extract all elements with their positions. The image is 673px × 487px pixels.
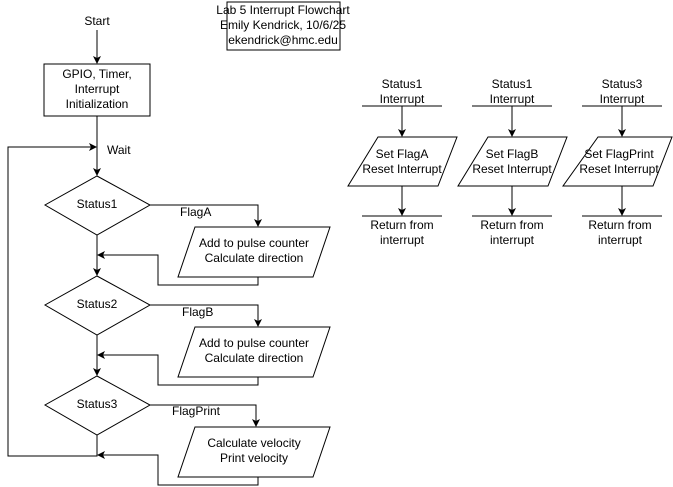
action-text: Set FlagA xyxy=(376,147,429,161)
action-text: Reset Interrupt xyxy=(362,162,442,176)
interrupt-handler-3: Status3 Interrupt Set FlagPrint Reset In… xyxy=(562,77,673,247)
arrow xyxy=(97,351,259,386)
end-text: Return from xyxy=(480,218,543,232)
end-text: Return from xyxy=(370,218,433,232)
action-text: Set FlagB xyxy=(486,147,539,161)
arrow xyxy=(97,251,259,286)
decision-status1: Status1 FlagA Add to pulse counter Calcu… xyxy=(43,175,331,286)
init-text: Interrupt xyxy=(75,82,120,96)
start-label: Start xyxy=(84,14,110,28)
decision-status3: Status3 FlagPrint Calculate velocity Pri… xyxy=(43,375,331,486)
decision-status2: Status2 FlagB Add to pulse counter Calcu… xyxy=(43,275,331,386)
action-text: Reset Interrupt xyxy=(472,162,552,176)
interrupt-handler-1: Status1 Interrupt Set FlagA Reset Interr… xyxy=(347,77,458,247)
interrupt-handler-2: Status1 Interrupt Set FlagB Reset Interr… xyxy=(457,77,568,247)
action-box xyxy=(347,136,458,187)
trigger-text: Interrupt xyxy=(380,92,425,106)
end-text: interrupt xyxy=(490,233,535,247)
author-line: Emily Kendrick, 10/6/25 xyxy=(220,18,346,32)
flag-label: FlagB xyxy=(182,305,213,319)
action-box xyxy=(562,136,673,187)
action-text: Add to pulse counter xyxy=(199,236,309,250)
action-text: Print velocity xyxy=(220,451,288,465)
action-text: Reset Interrupt xyxy=(579,162,659,176)
init-box: GPIO, Timer, Interrupt Initialization xyxy=(43,63,151,117)
action-box xyxy=(177,226,331,278)
action-text: Calculate direction xyxy=(205,351,304,365)
loop-back-arrow xyxy=(7,143,98,457)
end-text: interrupt xyxy=(598,233,643,247)
trigger-text: Interrupt xyxy=(490,92,535,106)
init-text: GPIO, Timer, xyxy=(62,67,131,81)
trigger-text: Status1 xyxy=(382,77,423,91)
flag-label: FlagPrint xyxy=(172,404,221,418)
arrow xyxy=(150,204,262,227)
arrow xyxy=(97,451,259,486)
wait-label: Wait xyxy=(107,143,131,157)
decision-label: Status2 xyxy=(77,297,118,311)
action-text: Set FlagPrint xyxy=(584,147,654,161)
action-text: Calculate velocity xyxy=(207,436,300,450)
trigger-text: Status1 xyxy=(492,77,533,91)
decision-label: Status3 xyxy=(77,397,118,411)
email-line: ekendrick@hmc.edu xyxy=(228,33,338,47)
action-text: Add to pulse counter xyxy=(199,336,309,350)
action-box xyxy=(177,426,331,478)
arrow xyxy=(150,404,260,427)
trigger-text: Status3 xyxy=(602,77,643,91)
arrow xyxy=(150,304,262,327)
init-text: Initialization xyxy=(66,97,129,111)
end-text: interrupt xyxy=(380,233,425,247)
end-text: Return from xyxy=(588,218,651,232)
action-box xyxy=(177,326,331,378)
flag-label: FlagA xyxy=(180,205,211,219)
action-box xyxy=(457,136,568,187)
title-box: Lab 5 Interrupt Flowchart Emily Kendrick… xyxy=(216,1,350,51)
action-text: Calculate direction xyxy=(205,251,304,265)
trigger-text: Interrupt xyxy=(600,92,645,106)
decision-label: Status1 xyxy=(77,197,118,211)
title-line: Lab 5 Interrupt Flowchart xyxy=(216,3,350,17)
